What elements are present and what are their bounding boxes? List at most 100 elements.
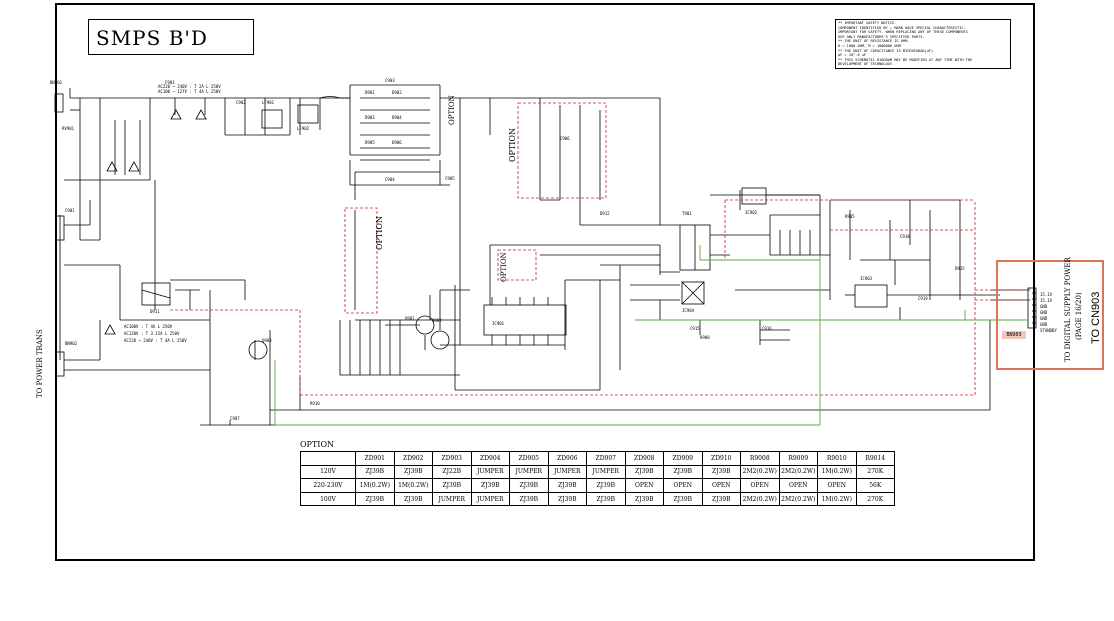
svg-text:LF902: LF902 [297, 126, 310, 131]
table-cell: ZJ39B [355, 464, 395, 480]
row-label: 100V [300, 491, 356, 507]
table-row: 220-230V 1M(0.2W) 1M(0.2W) ZJ39B ZJ39B Z… [300, 478, 895, 493]
ac-note-3: AC220 ~ 240V : T 4A L 250V [124, 338, 187, 343]
note-line: IMPORTANT FOR SAFETY. WHEN REPLACING ANY… [838, 30, 968, 35]
table-cell: JUMPER [470, 464, 510, 480]
header-cell [300, 451, 356, 466]
header-cell: R9010 [817, 451, 857, 466]
header-cell: ZD906 [547, 451, 587, 466]
svg-text:Q901: Q901 [405, 316, 415, 321]
svg-text:D911: D911 [150, 309, 160, 314]
svg-text:C904: C904 [385, 177, 395, 182]
note-line: ** IMPORTANT SAFETY NOTICE. [838, 21, 897, 25]
note-line: ** THIS SCHEMATIC DIAGRAM MAY BE MODIFIE… [838, 57, 973, 62]
table-cell: OPEN [740, 478, 780, 493]
sheet-border [55, 3, 1035, 561]
svg-text:C918: C918 [900, 234, 910, 239]
svg-text:D906: D906 [392, 140, 402, 145]
board-title-box: SMPS B'D [88, 19, 254, 55]
header-cell: R9009 [778, 451, 818, 466]
svg-text:C906: C906 [560, 136, 570, 141]
table-cell: 2M2(0.2W) [778, 491, 818, 507]
wires-red-dashed [170, 102, 1028, 396]
page-ref-label: (PAGE 16/20) [1075, 292, 1083, 340]
header-cell: ZD909 [663, 451, 703, 466]
svg-text:D901: D901 [365, 90, 375, 95]
table-cell: OPEN [701, 478, 741, 493]
row-label: 220-230V [300, 478, 356, 493]
table-cell: ZJ39B [701, 491, 741, 507]
svg-text:RV901: RV901 [62, 126, 75, 131]
table-cell: ZJ39B [624, 491, 664, 507]
option-label: OPTION [508, 128, 517, 162]
table-cell: 270K [855, 491, 895, 507]
svg-text:R908: R908 [700, 335, 710, 340]
connector-badge: BN903 [1002, 331, 1026, 339]
table-cell: 2M2(0.2W) [740, 464, 780, 480]
header-cell: ZD901 [355, 451, 395, 466]
table-row: 100V ZJ39B ZJ39B JUMPER JUMPER ZJ39B ZJ3… [300, 491, 895, 507]
svg-text:IC904: IC904 [682, 308, 695, 313]
svg-text:C901: C901 [65, 208, 75, 213]
table-cell: ZJ39B [432, 478, 472, 493]
option-table: ZD901 ZD902 ZD903 ZD904 ZD905 ZD906 ZD90… [300, 451, 895, 507]
header-cell: ZD902 [393, 451, 433, 466]
option-table-title: OPTION [300, 440, 334, 449]
header-cell: ZD905 [509, 451, 549, 466]
output-pin-label: GND [1040, 310, 1048, 315]
table-cell: OPEN [778, 478, 818, 493]
svg-text:BN901: BN901 [50, 80, 63, 85]
wires-black [54, 84, 1037, 426]
svg-text:C905: C905 [445, 176, 455, 181]
note-line: K = 1000 OHM, M = 1000000 OHM [838, 43, 901, 48]
fuse-note-2: AC100 ~ 127V : T 4A L 250V [158, 89, 221, 94]
fuse-note-1: AC220 ~ 240V : T 2A L 250V [158, 84, 221, 89]
table-cell: JUMPER [470, 491, 510, 507]
option-label: OPTION [448, 95, 456, 125]
svg-text:LF901: LF901 [262, 100, 275, 105]
svg-text:D902: D902 [392, 90, 402, 95]
svg-text:D912: D912 [600, 211, 610, 216]
note-line: ** THE UNIT OF RESISTANCE IS OHM. [838, 39, 910, 44]
table-row: 120V ZJ39B ZJ39B ZJ22B JUMPER JUMPER JUM… [300, 464, 895, 480]
svg-text:BN902: BN902 [65, 341, 78, 346]
row-label: 120V [300, 464, 356, 480]
svg-text:C903: C903 [385, 78, 395, 83]
note-line: COMPONENT IDENTIFIED BY ⚠ MARK HAVE SPEC… [838, 25, 966, 30]
component-labels: BN901 RV901 C901 BN902 F901 C902 LF901 L… [50, 78, 965, 421]
table-cell: 2M2(0.2W) [778, 464, 818, 480]
table-cell: ZJ39B [624, 464, 664, 480]
option-label: OPTION [500, 252, 508, 282]
svg-text:T901: T901 [682, 211, 692, 216]
svg-text:D903: D903 [365, 115, 375, 120]
svg-text:IC903: IC903 [860, 276, 873, 281]
table-cell: 270K [855, 464, 895, 480]
note-line: pF = 10^-6 uF [838, 53, 867, 58]
cn903-label: TO CN903 [1090, 291, 1102, 344]
table-cell: JUMPER [586, 464, 626, 480]
svg-text:Q903: Q903 [262, 338, 272, 343]
output-pin-label: GND [1040, 322, 1048, 327]
table-cell: ZJ39B [393, 491, 433, 507]
table-cell: 1M(0.2W) [817, 491, 857, 507]
output-pin-label: 15.1V [1040, 292, 1053, 297]
ac-note-2: AC120V : T 3.15A L 250V [124, 331, 180, 336]
ac-note-1: AC100V : T 4A L 250V [124, 324, 173, 329]
wires-green [274, 245, 1028, 426]
table-cell: ZJ39B [547, 478, 587, 493]
header-cell: R9008 [740, 451, 780, 466]
output-pin-label: GND [1040, 304, 1048, 309]
board-title: SMPS B'D [96, 26, 208, 50]
table-cell: 56K [855, 478, 895, 493]
svg-text:D904: D904 [392, 115, 402, 120]
table-cell: JUMPER [509, 464, 549, 480]
header-cell: ZD907 [586, 451, 626, 466]
table-cell: 2M2(0.2W) [740, 491, 780, 507]
svg-text:Q902: Q902 [432, 318, 442, 323]
table-cell: ZJ39B [509, 478, 549, 493]
svg-text:D905: D905 [365, 140, 375, 145]
header-cell: ZD904 [470, 451, 510, 466]
header-cell: ZD908 [624, 451, 664, 466]
